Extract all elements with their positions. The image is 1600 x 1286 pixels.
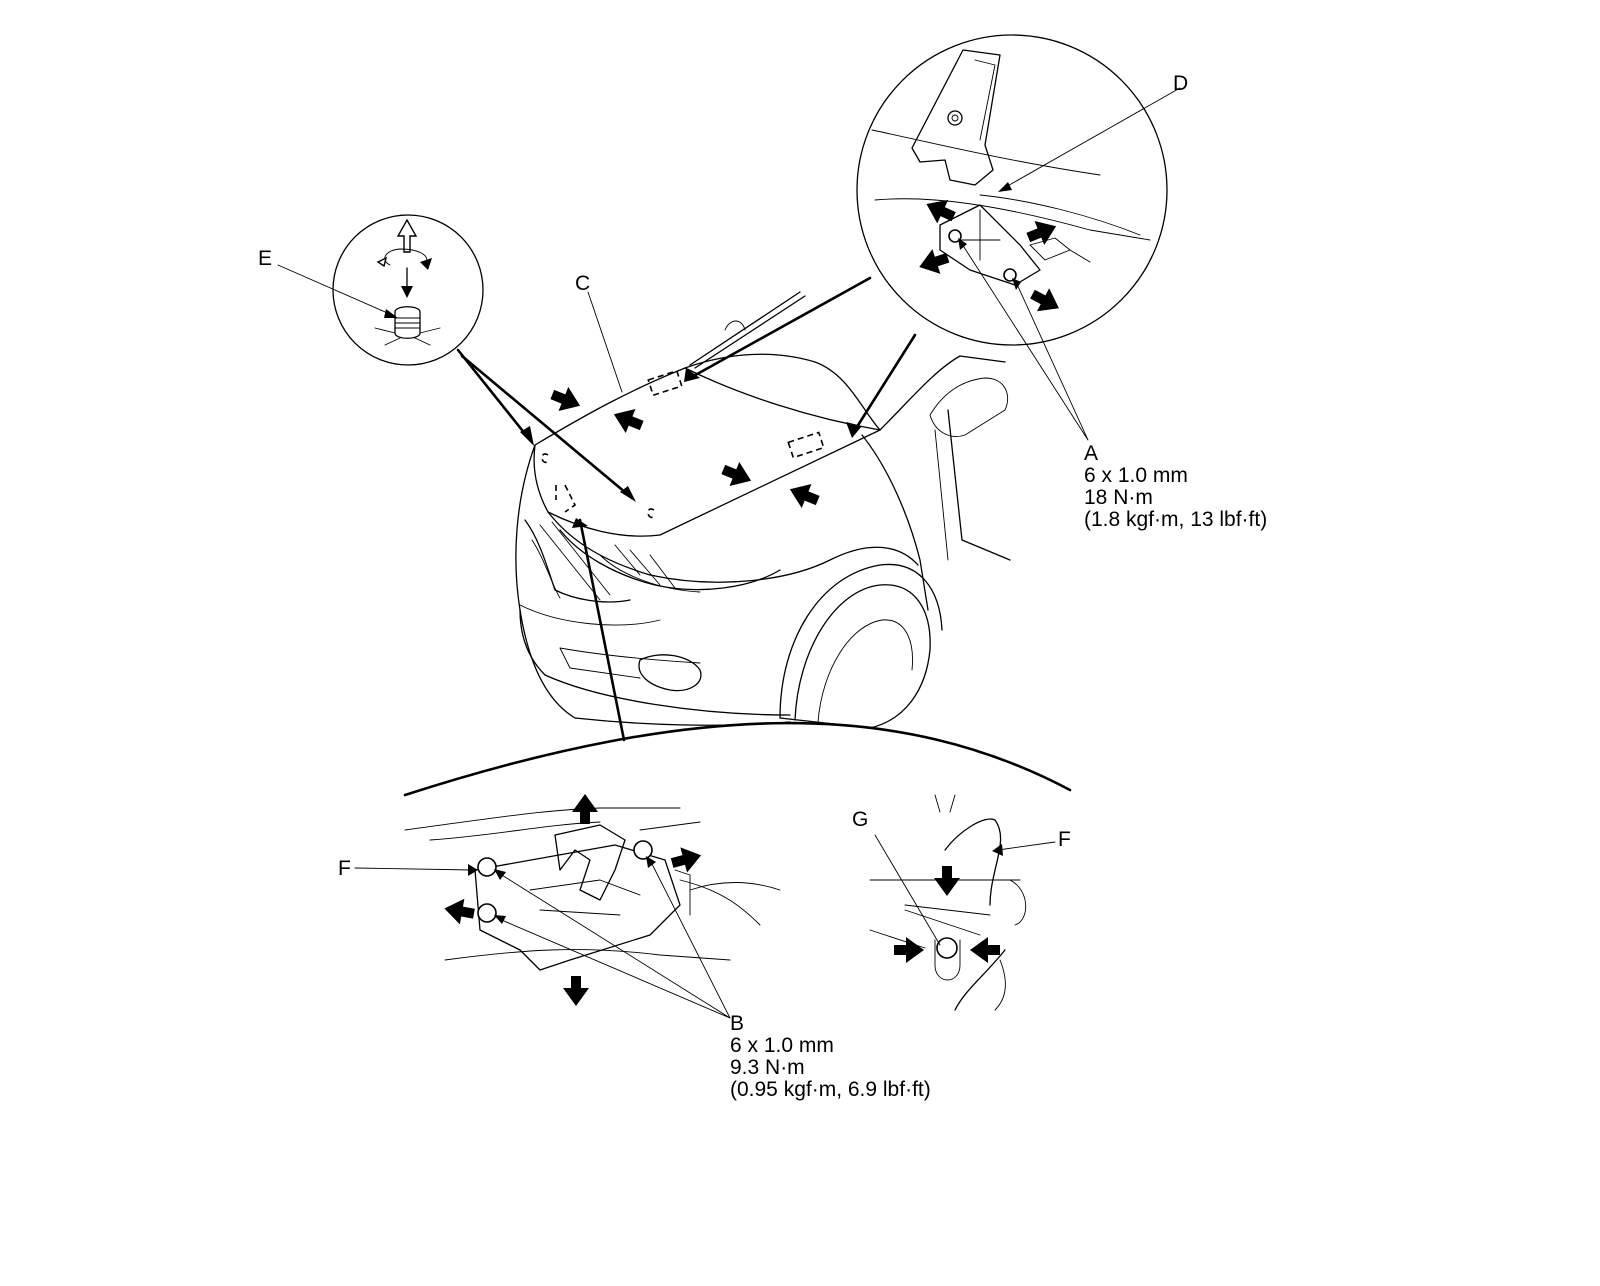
callout-a-letter: A [1084, 442, 1098, 465]
callout-c-letter: C [575, 272, 590, 295]
detail-striker [869, 794, 1056, 1011]
callout-b-letter: B [730, 1012, 744, 1035]
detail-circle-d [856, 34, 1168, 346]
callout-a: A 6 x 1.0 mm 18 N·m (1.8 kgf·m, 13 lbf·f… [1084, 442, 1267, 531]
hood-outline [533, 353, 881, 537]
callout-b-size: 6 x 1.0 mm [730, 1034, 834, 1057]
callout-b-torque-alt: (0.95 kgf·m, 6.9 lbf·ft) [730, 1078, 931, 1101]
callout-f-left-letter: F [338, 857, 351, 880]
vehicle-front-view [515, 291, 1011, 729]
callout-a-torque-alt: (1.8 kgf·m, 13 lbf·ft) [1084, 508, 1267, 531]
callout-d-letter: D [1173, 72, 1188, 95]
callout-e-letter: E [258, 247, 272, 270]
detail-latch [354, 518, 1072, 1019]
callout-b-torque: 9.3 N·m [730, 1056, 805, 1079]
callout-b: B 6 x 1.0 mm 9.3 N·m (0.95 kgf·m, 6.9 lb… [730, 1012, 931, 1101]
callout-g-letter: G [852, 808, 868, 831]
callout-f-right-letter: F [1058, 828, 1071, 851]
callout-a-torque: 18 N·m [1084, 486, 1153, 509]
up-arrow-icon [396, 218, 418, 253]
detail-circle-e [332, 214, 484, 366]
hood-adjust-arrows [547, 382, 823, 513]
callout-a-size: 6 x 1.0 mm [1084, 464, 1188, 487]
